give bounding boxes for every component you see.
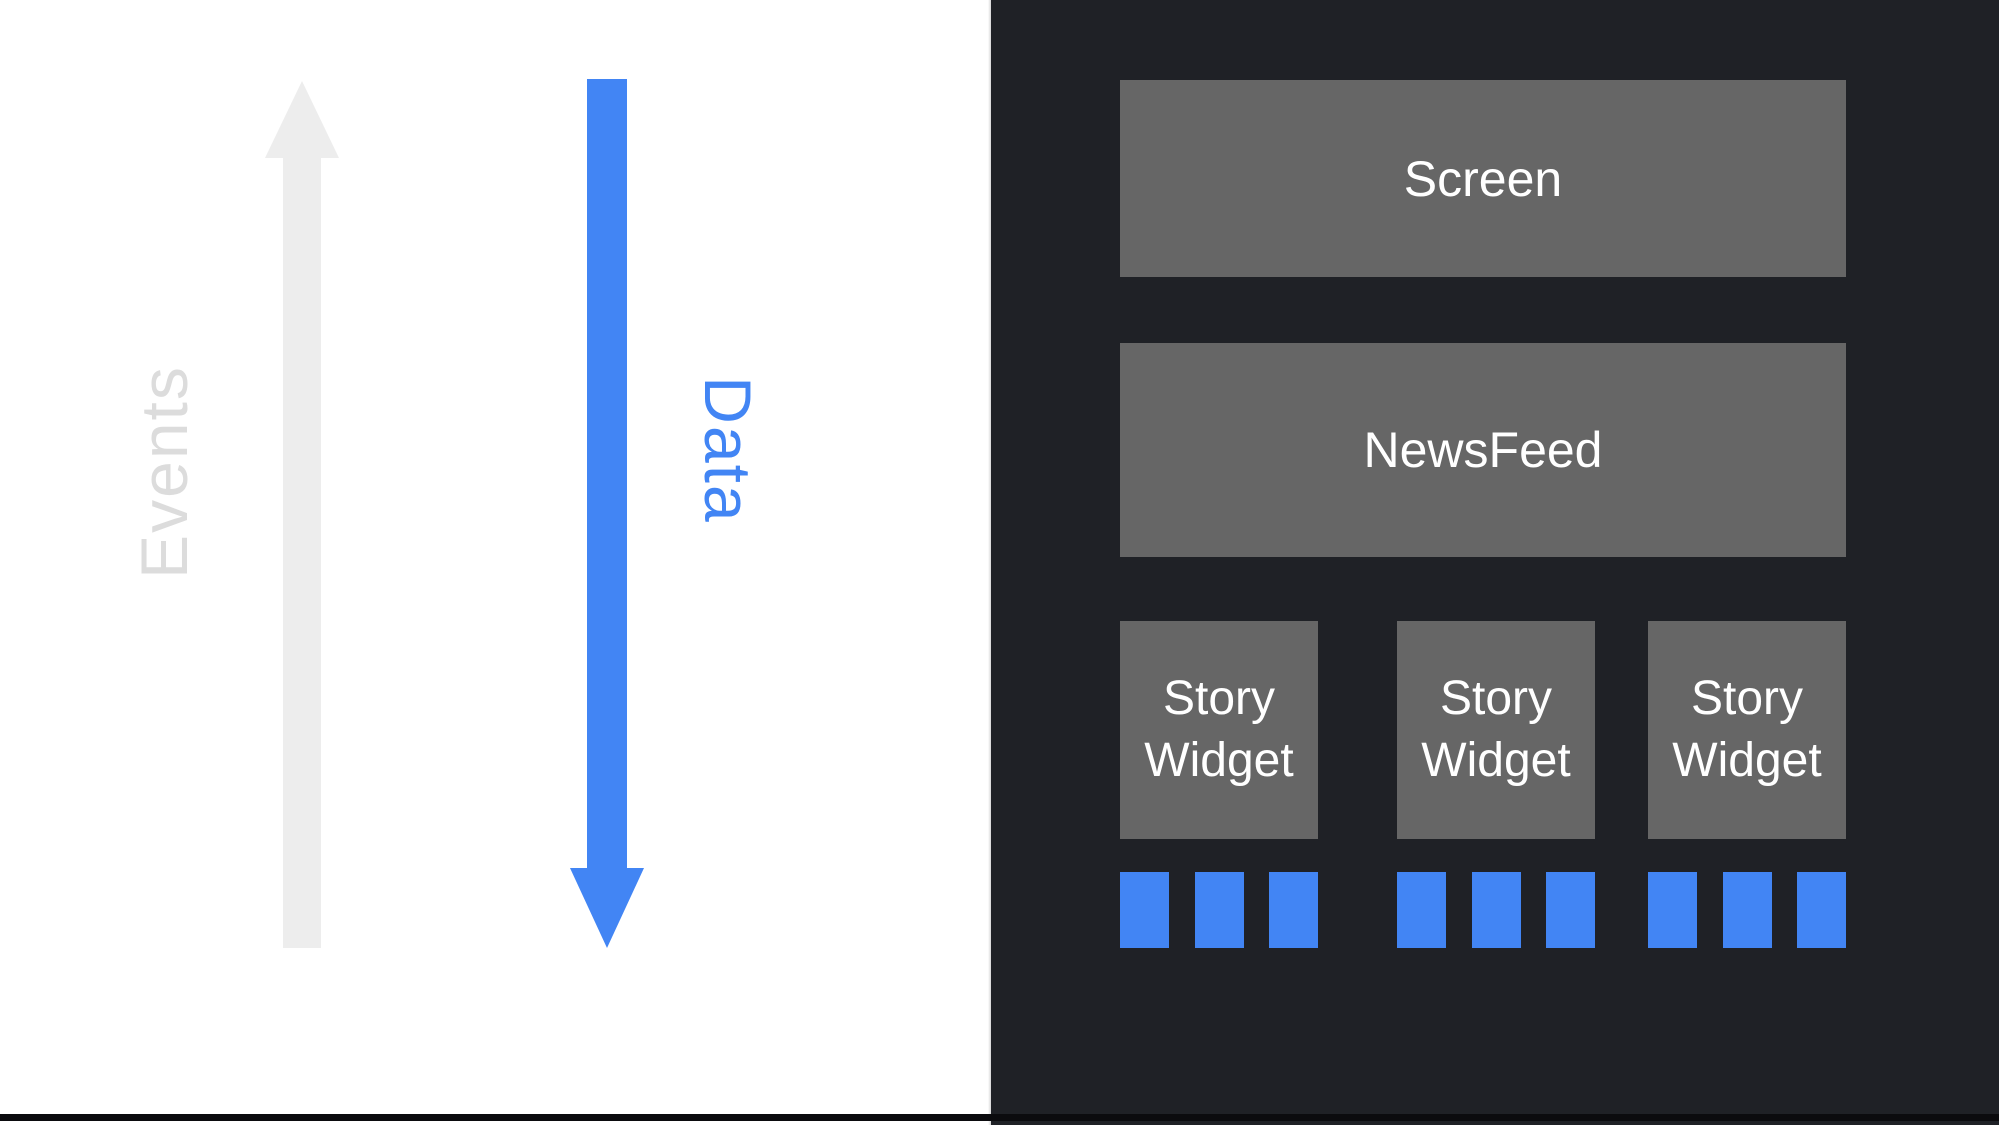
data-block-row (1648, 872, 1846, 948)
data-block-row (1120, 872, 1318, 948)
story-widget-label-line2: Widget (1144, 734, 1294, 787)
story-widget-box: Story Widget (1397, 621, 1595, 839)
data-arrow-shaft (587, 79, 627, 868)
data-block (1797, 872, 1846, 948)
data-block-row (1397, 872, 1595, 948)
screen-box-label: Screen (1403, 150, 1563, 207)
data-block (1722, 872, 1772, 948)
story-widget-label-line1: Story (1162, 672, 1276, 725)
data-block (1120, 872, 1169, 948)
data-arrow-label: Data (691, 376, 765, 524)
slide-bottom-edge-line (0, 1114, 1999, 1121)
data-block (1269, 872, 1318, 948)
story-widget-box: Story Widget (1120, 621, 1318, 839)
widget-tree-panel: Screen NewsFeed Story Widget Story Widge… (991, 0, 1999, 1125)
events-arrow-label: Events (127, 365, 201, 579)
data-block (1397, 872, 1446, 948)
data-block (1471, 872, 1521, 948)
data-block (1546, 872, 1595, 948)
data-block (1194, 872, 1244, 948)
story-widget-label-line1: Story (1439, 672, 1553, 725)
screen-box: Screen (1120, 80, 1846, 277)
data-flow-panel: Events Data (0, 0, 991, 1125)
data-arrow-down-head (570, 868, 644, 948)
newsfeed-box-label: NewsFeed (1363, 422, 1603, 478)
story-widget-label-line2: Widget (1672, 734, 1822, 787)
story-widget-label-line2: Widget (1421, 734, 1571, 787)
events-arrow-shaft (283, 150, 321, 948)
panel-divider (988, 0, 991, 1125)
story-widget-box: Story Widget (1648, 621, 1846, 839)
story-widget-label-line1: Story (1690, 672, 1804, 725)
data-block (1648, 872, 1697, 948)
newsfeed-box: NewsFeed (1120, 343, 1846, 557)
events-arrow-up-head (265, 81, 339, 158)
